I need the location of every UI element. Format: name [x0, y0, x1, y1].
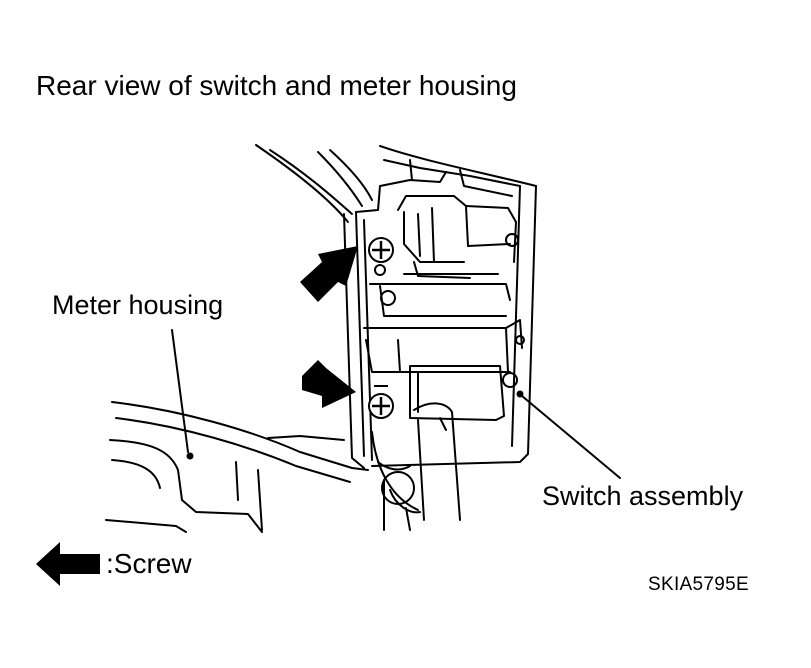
screw-arrow-upper-icon — [300, 246, 358, 302]
switch-assembly-leader — [521, 395, 621, 479]
screw-arrow-lower-icon — [302, 360, 356, 408]
screw-icon-lower — [368, 385, 394, 419]
figure-code: SKIA5795E — [648, 574, 749, 595]
meter-housing-leader-dot — [186, 452, 194, 460]
legend: :Screw — [36, 540, 192, 588]
lower-connector — [371, 365, 518, 531]
switch-panel-frame — [343, 145, 537, 469]
left-arrow-icon — [36, 542, 100, 586]
middle-switch-blocks — [363, 283, 525, 373]
screw-arrow-icons — [300, 246, 358, 408]
upper-trim — [255, 144, 373, 223]
meter-housing-label: Meter housing — [52, 290, 224, 320]
screw-icon-upper — [368, 237, 394, 263]
upper-connector — [374, 195, 519, 279]
switch-assembly-label: Switch assembly — [542, 481, 744, 511]
meter-housing-leader — [171, 329, 189, 453]
switch-assembly-leader-dot — [516, 390, 524, 398]
meter-housing-outline — [105, 401, 369, 533]
legend-text: :Screw — [106, 548, 192, 579]
diagram-title: Rear view of switch and meter housing — [36, 70, 517, 101]
